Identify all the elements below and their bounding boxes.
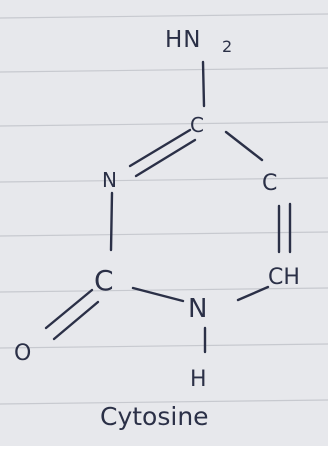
bond-nh2-c4 <box>201 60 206 108</box>
bond-c4-n3-double-b <box>134 138 197 178</box>
bond-c2-n1 <box>131 286 185 303</box>
atom-label-amine: HN <box>165 27 202 53</box>
atom-label-n1: N <box>188 294 207 324</box>
ruled-lines <box>0 13 328 405</box>
atom-label-h1: H <box>190 367 207 392</box>
atom-label-c5: C <box>262 171 277 196</box>
atom-label-c6: CH <box>268 265 300 290</box>
bond-c4-n3-double-a <box>128 128 192 168</box>
bond-c6-n1 <box>236 285 270 302</box>
bonds <box>44 60 292 354</box>
bond-c2-o-double-a <box>44 288 94 330</box>
atom-label-c2: C <box>94 264 114 297</box>
atom-label-n3: N <box>102 168 117 192</box>
bond-c4-c5 <box>224 130 264 162</box>
caption: Cytosine <box>100 402 209 431</box>
atom-label-c4: C <box>190 113 204 137</box>
atom-label-o2: O <box>14 341 31 366</box>
atom-label-amine-subscript: 2 <box>222 37 232 56</box>
bond-n3-c2 <box>109 191 114 252</box>
bond-c2-o-double-b <box>52 300 100 341</box>
